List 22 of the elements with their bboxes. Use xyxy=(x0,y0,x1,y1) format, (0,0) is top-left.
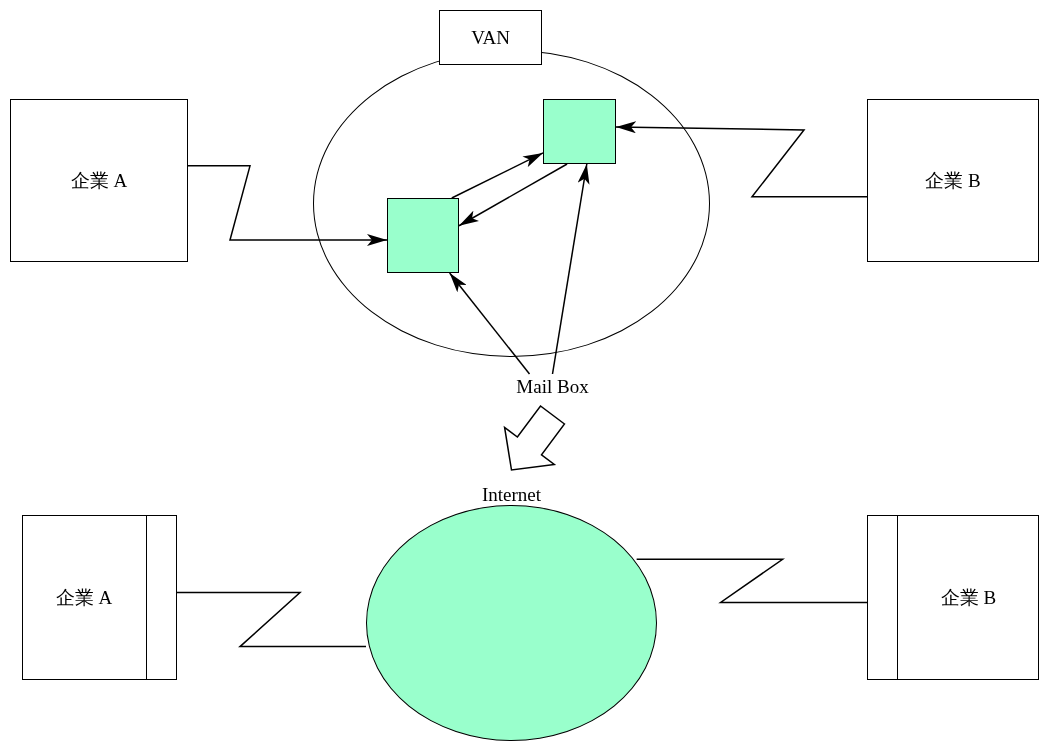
arrow xyxy=(451,152,544,199)
node-label: Internet xyxy=(481,484,542,506)
connector-line xyxy=(176,591,367,648)
company-box xyxy=(867,99,1039,262)
label-box xyxy=(439,10,542,65)
arrow xyxy=(448,272,531,375)
node-label: 企業 B xyxy=(925,168,981,193)
arrow xyxy=(458,163,568,227)
mailbox-square xyxy=(542,98,616,164)
node-label: 企業 B xyxy=(940,585,997,610)
block-arrow xyxy=(503,404,566,471)
node-label: 企業 A xyxy=(55,585,113,610)
company-box xyxy=(22,515,177,680)
node-label: VAN xyxy=(471,26,510,49)
callout-text: Mail Box xyxy=(516,376,589,398)
arrow xyxy=(615,121,868,198)
arrow xyxy=(187,165,388,246)
company-box xyxy=(10,99,188,262)
node-label: 企業 A xyxy=(70,168,128,193)
company-box xyxy=(867,515,1039,680)
mailbox-square xyxy=(386,197,459,273)
arrow xyxy=(551,163,590,375)
